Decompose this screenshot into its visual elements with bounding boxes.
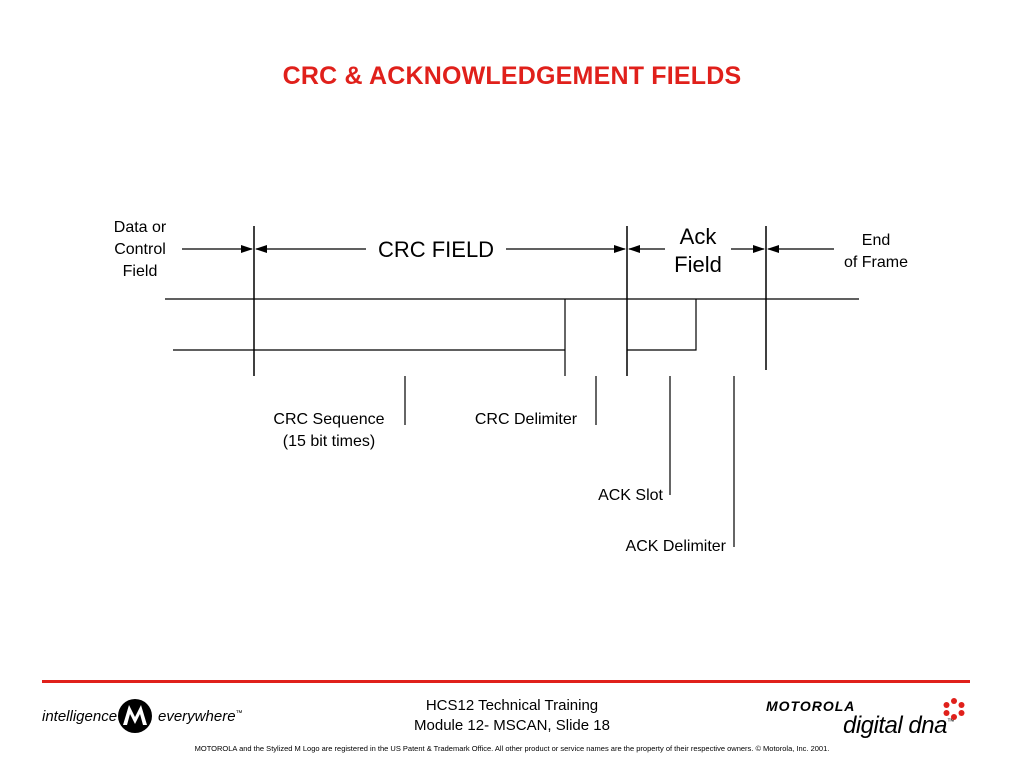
label-crc-sequence-2: (15 bit times) [283,433,375,450]
slide-title: CRC & ACKNOWLEDGEMENT FIELDS [282,62,742,90]
label-ack-field-2: Field [674,252,722,277]
tagline-intelligence: intelligence [42,708,118,725]
digital-dna-wordmark: digital dna™ [843,712,955,740]
footer-training-line2: Module 12- MSCAN, Slide 18 [414,717,610,734]
motorola-wordmark: MOTOROLA [766,698,856,714]
label-data-or-control-2: Control [114,241,166,258]
label-ack-delimiter: ACK Delimiter [626,538,727,555]
label-ack-field-1: Ack [680,224,718,249]
motorola-m-logo-icon [118,699,152,733]
tagline-everywhere-text: everywhere [158,708,236,725]
label-data-or-control-1: Data or [114,219,167,236]
tagline-everywhere: everywhere™ [158,708,243,725]
label-end-of-frame-2: of Frame [844,254,908,271]
legal-notice: MOTOROLA and the Stylized M Logo are reg… [194,744,830,753]
digital-dna-text: digital dna [843,712,947,739]
label-ack-slot: ACK Slot [598,487,663,504]
label-crc-delimiter: CRC Delimiter [475,411,578,428]
footer-divider [42,680,970,683]
waveform-ack-slot [627,299,697,351]
digital-dna-trademark: ™ [946,717,955,726]
label-crc-field: CRC FIELD [378,237,494,262]
footer-training-line1: HCS12 Technical Training [425,697,599,714]
dna-flower-icon [943,698,965,720]
label-crc-sequence-1: CRC Sequence [273,411,384,428]
tagline-trademark: ™ [235,710,243,717]
label-data-or-control-3: Field [123,263,158,280]
label-end-of-frame-1: End [862,232,890,249]
